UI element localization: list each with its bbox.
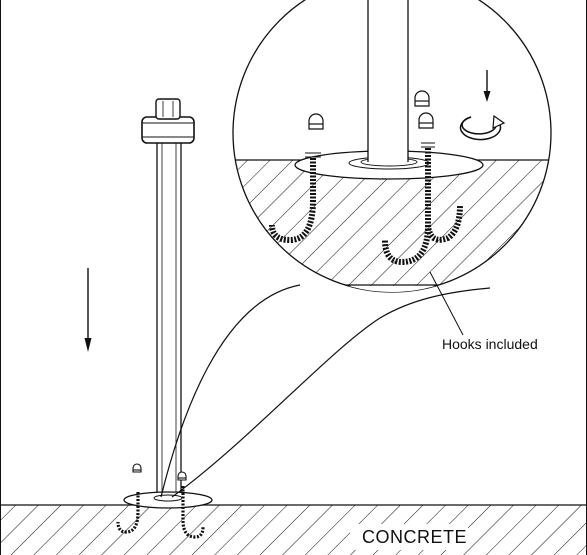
down-arrow-icon <box>483 70 491 102</box>
concrete-ground: CONCRETE <box>0 504 587 555</box>
hooks-included-label: Hooks included <box>442 336 538 352</box>
concrete-label: CONCRETE <box>362 527 467 547</box>
detail-connector <box>160 284 491 498</box>
hook-bolt-icon <box>116 486 205 539</box>
down-arrow-icon <box>84 268 92 352</box>
hook-bolt-icon <box>269 148 463 266</box>
cap-nut-icon <box>308 90 434 130</box>
bollard-post <box>156 139 182 501</box>
hooks-callout: Hooks included <box>429 271 538 352</box>
rotate-arrow-icon <box>459 114 506 141</box>
bollard-cap <box>141 98 195 144</box>
detail-circle <box>232 0 552 293</box>
cap-nut-icon <box>132 463 187 481</box>
